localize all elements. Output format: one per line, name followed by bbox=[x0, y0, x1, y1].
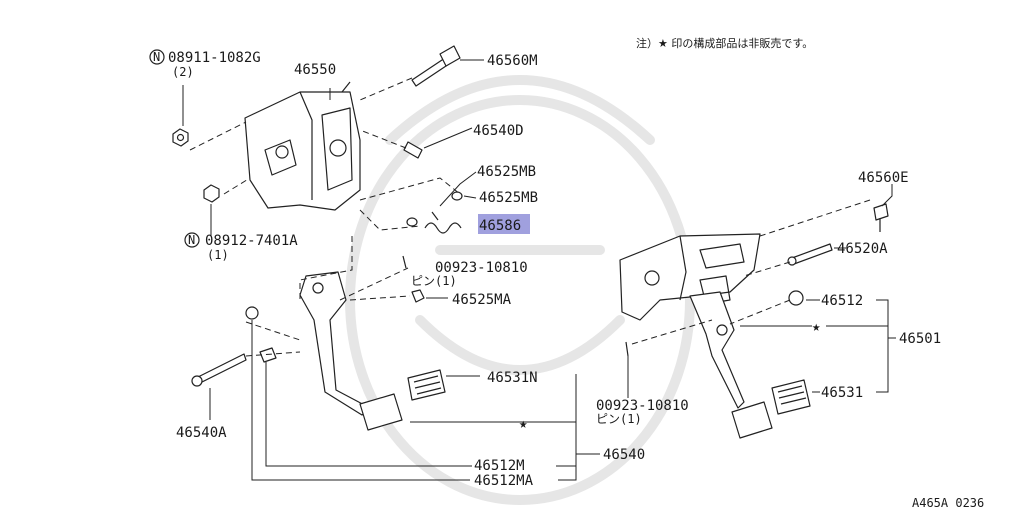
bracket-46550[interactable] bbox=[244, 81, 361, 211]
leader-lines-left bbox=[182, 59, 600, 481]
label-46540: 46540 bbox=[603, 447, 645, 463]
nut-08912[interactable] bbox=[203, 184, 220, 203]
label-46540A: 46540A bbox=[176, 425, 227, 441]
label-00923-left: 00923-10810 bbox=[435, 260, 528, 276]
bushing-46512MA[interactable] bbox=[259, 347, 277, 363]
bolt-46560E[interactable] bbox=[873, 203, 889, 232]
label-08911-1082G: 08911-1082G bbox=[168, 50, 261, 66]
label-00923-right: 00923-10810 bbox=[596, 398, 689, 414]
label-46531: 46531 bbox=[821, 385, 863, 401]
highlight-46586 bbox=[478, 214, 530, 234]
pin-00923-left[interactable] bbox=[402, 255, 407, 269]
pedal-pad-lower-right[interactable] bbox=[731, 401, 773, 439]
nut-08911[interactable] bbox=[172, 128, 189, 147]
label-46512: 46512 bbox=[821, 293, 863, 309]
label-46501: 46501 bbox=[899, 331, 941, 347]
label-pin-right: ピン(1) bbox=[596, 412, 642, 426]
bushing-46512[interactable] bbox=[788, 290, 804, 306]
bolt-46540A[interactable] bbox=[191, 353, 247, 387]
star-mark-right: ★ bbox=[812, 319, 821, 335]
bolt-46560M[interactable] bbox=[411, 45, 461, 87]
pedal-arm-right[interactable] bbox=[689, 291, 745, 409]
n-mark-bottom: N bbox=[184, 232, 200, 248]
assembly-guides-left bbox=[189, 77, 461, 357]
label-08911-qty: (2) bbox=[172, 65, 194, 79]
leader-lines-right bbox=[627, 184, 896, 398]
n-mark-label: N bbox=[153, 50, 160, 64]
bushing-46525MB-upper[interactable] bbox=[451, 191, 463, 201]
label-46525MB-1: 46525MB bbox=[477, 164, 536, 180]
n-mark-label-2: N bbox=[188, 233, 195, 247]
pedal-pad-46531[interactable] bbox=[771, 379, 811, 415]
label-46520A: 46520A bbox=[837, 241, 888, 257]
pedal-pad-lower-left[interactable] bbox=[359, 393, 403, 431]
label-08912-qty: (1) bbox=[207, 248, 229, 262]
assembly-guides-right bbox=[631, 199, 871, 345]
label-46560M: 46560M bbox=[487, 53, 538, 69]
label-46550: 46550 bbox=[294, 62, 336, 78]
label-46525MB-2: 46525MB bbox=[479, 190, 538, 206]
figure-code: A465A 0236 bbox=[912, 496, 984, 510]
bracket-46501[interactable] bbox=[619, 233, 761, 321]
label-46586: 46586 bbox=[479, 218, 521, 234]
label-46512MA: 46512MA bbox=[474, 473, 534, 489]
pin-00923-right[interactable] bbox=[625, 341, 629, 357]
label-46560E: 46560E bbox=[858, 170, 909, 186]
note-text: 注）★ 印の構成部品は非販売です。 bbox=[636, 36, 813, 50]
label-08912-7401A: 08912-7401A bbox=[205, 233, 298, 249]
pedal-pad-46531N[interactable] bbox=[407, 369, 446, 401]
spring-46586[interactable] bbox=[424, 211, 462, 234]
label-pin-left: ピン(1) bbox=[411, 274, 457, 288]
star-mark-left: ★ bbox=[519, 416, 528, 432]
label-46540D: 46540D bbox=[473, 123, 524, 139]
bushing-46525MB-lower[interactable] bbox=[406, 217, 418, 227]
label-46531N: 46531N bbox=[487, 370, 538, 386]
label-46512M: 46512M bbox=[474, 458, 525, 474]
bushing-46512M[interactable] bbox=[245, 306, 259, 320]
clip-46525MA[interactable] bbox=[411, 289, 425, 303]
n-mark-top: N bbox=[149, 49, 165, 65]
label-46525MA: 46525MA bbox=[452, 292, 512, 308]
bolt-46520A[interactable] bbox=[787, 243, 833, 266]
pedal-arm-46540[interactable] bbox=[299, 271, 371, 416]
